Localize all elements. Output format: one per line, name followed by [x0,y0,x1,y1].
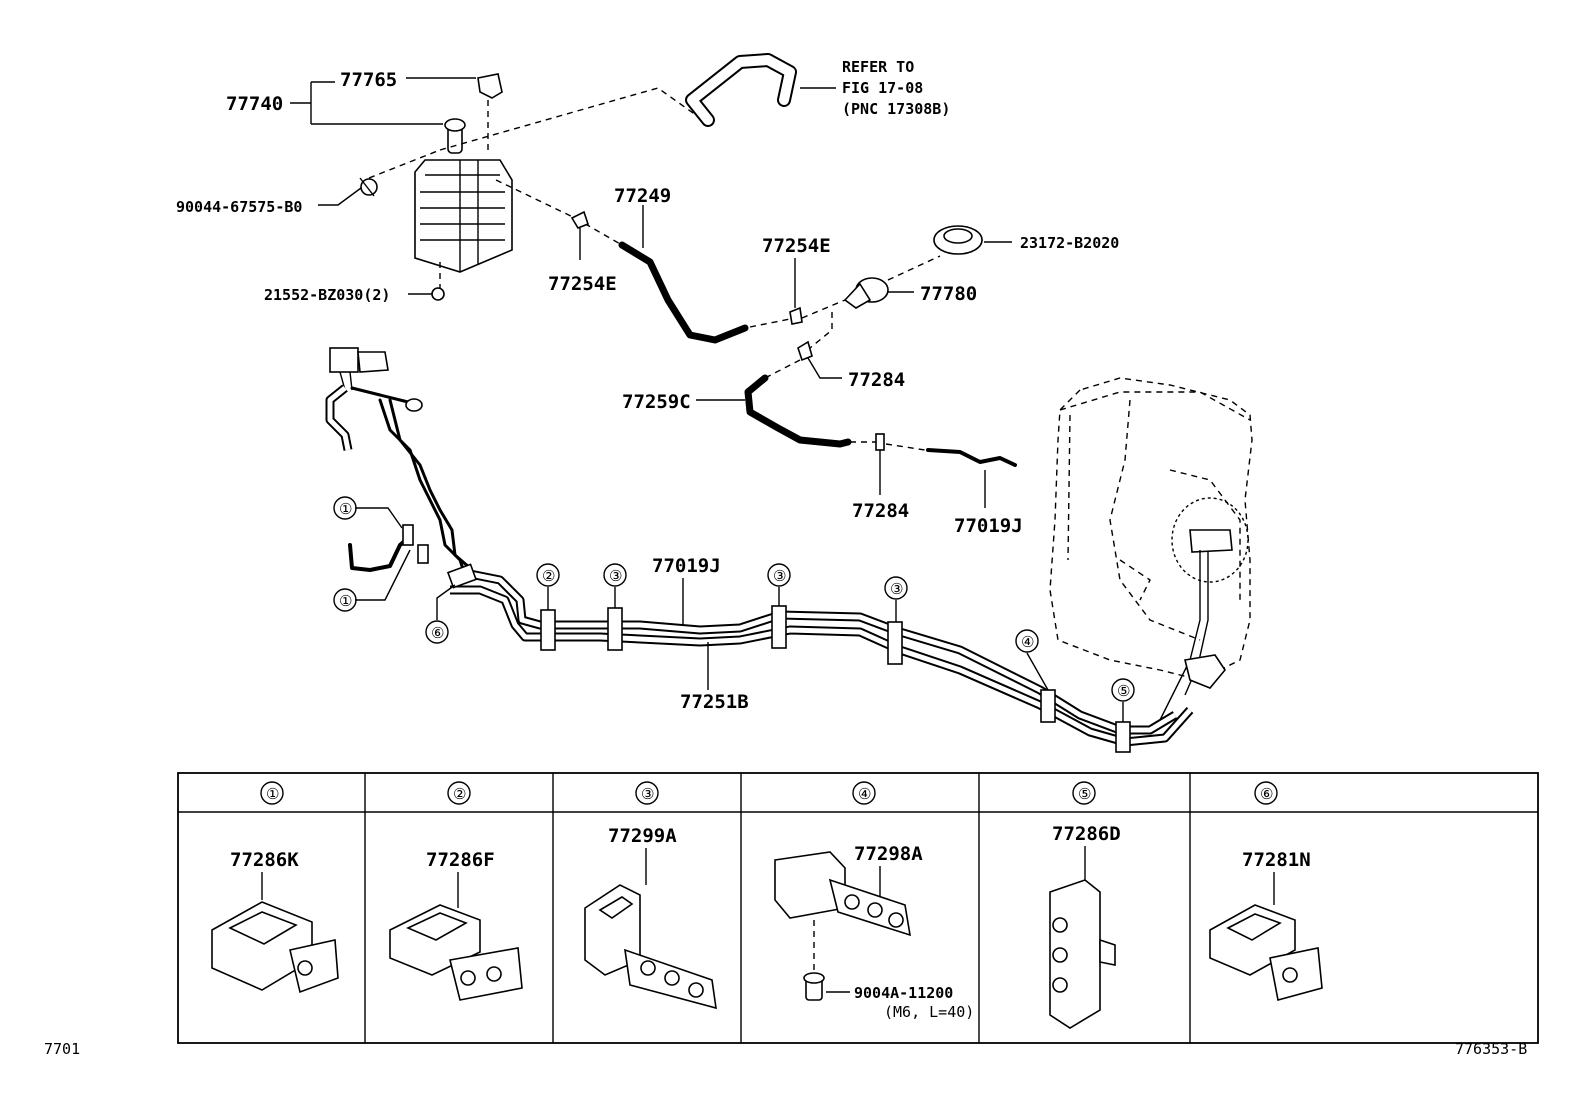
col-ref-2: ② [453,785,466,803]
label-77780: 77780 [920,283,977,305]
charcoal-canister [414,118,513,273]
fuel-line-77251b [450,585,1194,747]
col-ref-6: ⑥ [1260,785,1273,803]
canister-nut [431,287,445,301]
hose-clip-77254e-2 [789,306,803,325]
ref-5: ⑤ [1117,682,1130,700]
ref-3b: ③ [773,567,786,585]
part-77286k: 77286K [230,849,299,871]
clamp-77286k-icon [211,901,339,994]
bolt-spec: (M6, L=40) [884,1003,974,1021]
label-77259c: 77259C [622,391,691,413]
part-77299a: 77299A [608,825,677,847]
part-77286f: 77286F [426,849,495,871]
engine-side-lines [325,347,478,589]
clamp-77286d-icon [1049,879,1116,1029]
hose-clip-77254e [570,210,589,229]
part-77281n: 77281N [1242,849,1311,871]
col-ref-1: ① [266,785,279,803]
label-77249: 77249 [614,185,671,207]
ref-1a: ① [339,500,352,518]
part-77286d: 77286D [1052,823,1121,845]
col-ref-4: ④ [858,785,871,803]
fuel-cap-23172 [933,225,983,255]
label-77254e-b: 77254E [762,235,831,257]
footer-left-code: 7701 [44,1040,80,1058]
label-77284-a: 77284 [848,369,905,391]
clamp-77299a-icon [584,884,717,1010]
footer-right-code: 776353-B [1455,1040,1527,1058]
refer-note-line1: REFER TO [842,58,914,76]
clamp-77286f-icon [389,904,523,1001]
label-77019j-b: 77019J [954,515,1023,537]
label-77765: 77765 [340,69,397,91]
label-77284-b: 77284 [852,500,909,522]
ref-1b: ① [339,592,352,610]
label-21552: 21552-BZ030(2) [264,286,390,304]
label-77251b: 77251B [680,691,749,713]
refer-note-line3: (PNC 17308B) [842,100,950,118]
clamp-77298a-icon [774,851,912,1001]
ref-3a: ③ [609,567,622,585]
vent-hose [685,53,797,127]
fuel-valve-77780 [843,277,889,309]
canister-clip [359,177,378,197]
clamp-table: ① ② ③ ④ ⑤ ⑥ 77286K 77286F 77299A 77298A … [177,772,1539,1044]
circle-markers [333,496,1135,702]
label-23172: 23172-B2020 [1020,234,1119,252]
label-77254e-a: 77254E [548,273,617,295]
bolt-part: 9004A-11200 [854,984,953,1002]
clamp-77281n-icon [1209,904,1323,1001]
col-ref-5: ⑤ [1078,785,1091,803]
label-77740: 77740 [226,93,283,115]
label-77019j-a: 77019J [652,555,721,577]
hose-77249 [618,241,749,344]
fuel-line-77019j [459,567,1178,735]
refer-note-line2: FIG 17-08 [842,79,923,97]
fuel-tank [1049,377,1253,721]
ref-4: ④ [1021,633,1034,651]
clip-77284-top [797,340,813,362]
ref-6: ⑥ [431,624,444,642]
canister-cap [477,73,503,99]
ref-3c: ③ [890,580,903,598]
label-90044: 90044-67575-B0 [176,198,302,216]
hose-77259c [744,374,852,448]
ref-2: ② [542,567,555,585]
clip-77284-bottom [875,433,885,451]
part-77298a: 77298A [854,843,923,865]
col-ref-3: ③ [641,785,654,803]
